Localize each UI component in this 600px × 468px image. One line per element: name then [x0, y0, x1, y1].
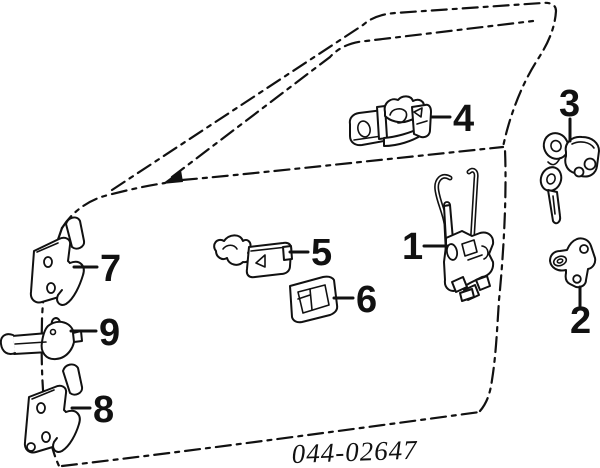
- part-1-door-lock-drawing: [434, 167, 495, 302]
- door-beltline-front: [60, 181, 167, 230]
- part-9-door-check-drawing: [0, 317, 83, 361]
- callout-4[interactable]: 4: [430, 98, 474, 140]
- callout-3-label[interactable]: 3: [559, 83, 580, 125]
- callout-6[interactable]: 6: [332, 279, 377, 321]
- window-corner-arrow-icon: [162, 170, 183, 184]
- part-3-lock-cylinder-keys-drawing: [539, 132, 600, 225]
- callout-2[interactable]: 2: [570, 285, 591, 342]
- part-8-lower-hinge-drawing: [23, 363, 84, 454]
- callout-9-label[interactable]: 9: [99, 312, 120, 354]
- callout-3[interactable]: 3: [559, 83, 580, 143]
- part-6-handle-bezel-drawing: [289, 275, 339, 324]
- window-frame-outer: [110, 1, 558, 192]
- callout-7[interactable]: 7: [72, 248, 121, 290]
- callout-5[interactable]: 5: [288, 232, 332, 274]
- door-phantom-outline: [40, 1, 558, 468]
- diagram-code: 044-02647: [291, 435, 418, 468]
- callout-5-label[interactable]: 5: [311, 232, 332, 274]
- window-frame-inner: [170, 19, 535, 179]
- callout-1[interactable]: 1: [402, 226, 449, 268]
- callout-8-label[interactable]: 8: [93, 389, 114, 431]
- part-7-upper-hinge-drawing: [29, 216, 86, 306]
- door-rear-edge: [478, 148, 507, 413]
- callout-7-label[interactable]: 7: [100, 248, 121, 290]
- door-bottom-edge: [60, 410, 482, 468]
- callout-4-label[interactable]: 4: [453, 98, 474, 140]
- callout-6-label[interactable]: 6: [356, 279, 377, 321]
- callout-8[interactable]: 8: [70, 389, 114, 431]
- part-4-inside-handle-drawing: [348, 95, 432, 147]
- callout-2-label[interactable]: 2: [570, 300, 591, 342]
- part-5-inside-lock-lever-drawing: [213, 234, 293, 279]
- callout-1-label[interactable]: 1: [402, 226, 423, 268]
- part-2-striker-drawing: [549, 237, 597, 289]
- callout-9[interactable]: 9: [69, 312, 120, 354]
- door-beltline-rear: [180, 145, 505, 182]
